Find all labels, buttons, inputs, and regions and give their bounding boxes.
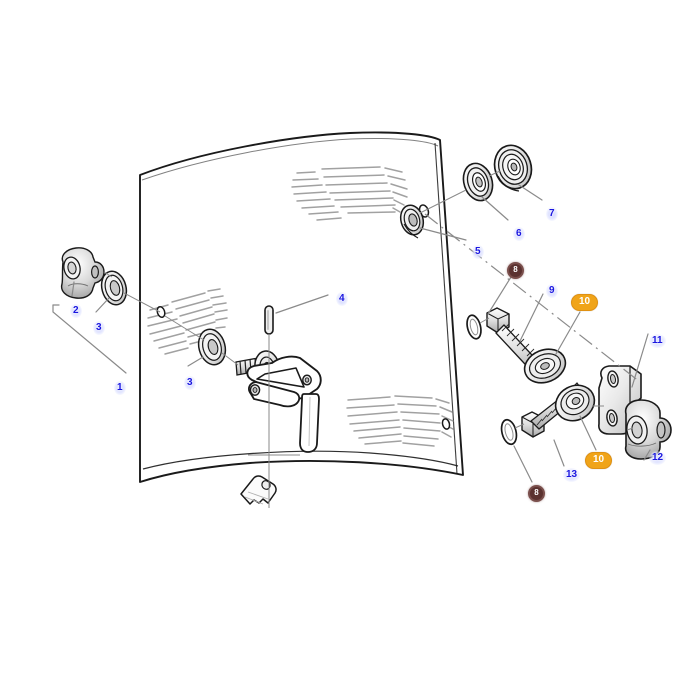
part-rubber-bush-stop — [624, 399, 672, 460]
part-pin-rod — [264, 305, 274, 335]
callout-label-8-lower[interactable]: 8 — [528, 485, 545, 502]
callout-label-8-upper[interactable]: 8 — [507, 262, 524, 279]
glass-mount-hole-lower-right — [441, 418, 451, 430]
part-conical-washer-lower — [554, 384, 596, 422]
callout-label-6[interactable]: 6 — [513, 227, 525, 241]
callout-label-3-lower[interactable]: 3 — [184, 376, 196, 390]
callout-label-4[interactable]: 4 — [336, 292, 348, 306]
callout-label-3-upper[interactable]: 3 — [93, 321, 105, 335]
part-o-ring-upper — [466, 314, 482, 340]
callout-label-11[interactable]: 11 — [649, 334, 666, 348]
callout-label-7[interactable]: 7 — [546, 207, 558, 221]
part-washer-small-upper-right — [399, 204, 425, 239]
defroster-heating-grid-top — [291, 166, 408, 221]
part-conical-washer-upper — [523, 348, 567, 384]
part-latch-handle-assembly — [235, 350, 322, 453]
part-bush-large — [493, 144, 533, 192]
callout-label-10-upper[interactable]: 10 — [571, 294, 599, 311]
callout-label-9[interactable]: 9 — [546, 284, 558, 298]
rear-window-glass-panel — [139, 131, 464, 483]
part-o-ring-lower — [500, 418, 518, 446]
callout-label-13[interactable]: 13 — [563, 468, 581, 482]
callout-leader-lines — [52, 184, 651, 483]
part-bush-grommet — [60, 247, 105, 299]
callout-label-5[interactable]: 5 — [472, 245, 484, 259]
callout-label-2[interactable]: 2 — [70, 304, 82, 318]
defroster-heating-grid-left — [147, 288, 228, 355]
assembly-centre-lines — [103, 170, 641, 508]
defroster-heating-grid-bottom — [346, 395, 454, 447]
callout-label-1[interactable]: 1 — [114, 381, 126, 395]
callout-label-10-lower[interactable]: 10 — [585, 452, 613, 469]
part-washer-left-upper — [100, 270, 128, 306]
glass-mount-hole-left — [156, 305, 166, 319]
part-washer-left-lower — [197, 328, 227, 366]
callout-label-12[interactable]: 12 — [649, 451, 667, 465]
part-striker-catch-plate — [240, 475, 277, 505]
part-washer-medium — [462, 162, 494, 202]
